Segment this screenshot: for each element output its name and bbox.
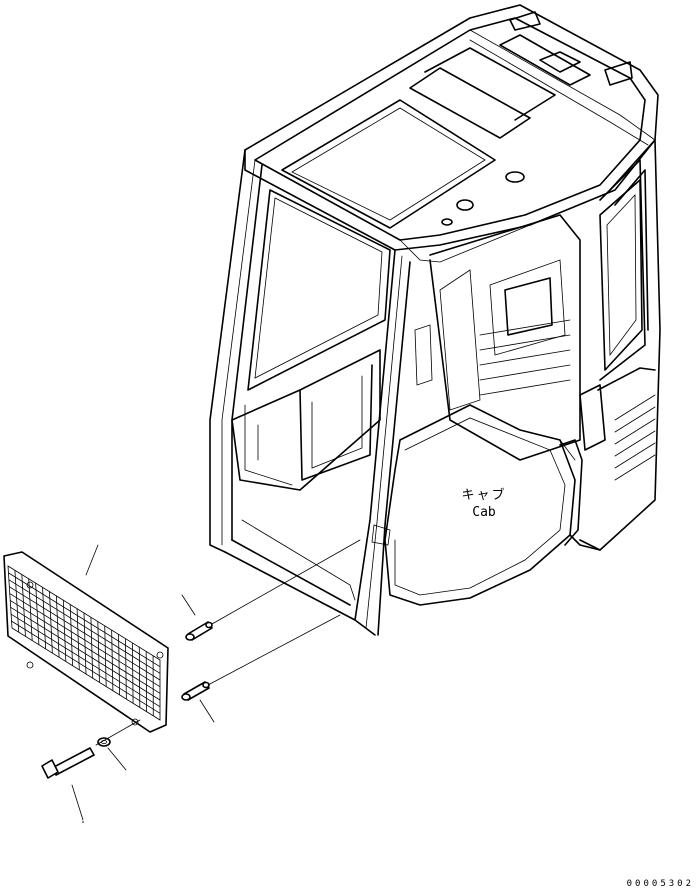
front-window (247, 189, 391, 391)
mesh-wire-vertical (62, 599, 67, 662)
leader-lines (71, 539, 361, 823)
mesh-wire-vertical (21, 574, 26, 637)
mesh-wire-vertical (104, 625, 107, 687)
mesh-wire-vertical (55, 595, 60, 658)
mesh-wire-vertical (83, 612, 87, 675)
rear-window (599, 179, 643, 371)
mesh-wire-horizontal (8, 586, 161, 681)
pin-upper (185, 621, 213, 641)
mesh-wire-vertical (76, 608, 80, 671)
mesh-wire-vertical (35, 582, 40, 646)
mesh-wire-horizontal (10, 613, 161, 708)
mesh-wire-vertical (118, 633, 121, 696)
washer (97, 737, 111, 747)
mesh-wire-vertical (111, 629, 114, 692)
mesh-wire-vertical (49, 591, 53, 654)
mesh-wire-horizontal (10, 606, 161, 701)
cab-label-japanese: キャブ (461, 488, 507, 503)
mesh-wire-vertical (131, 642, 134, 704)
vent-grille (614, 394, 656, 481)
pin-lower (181, 681, 210, 701)
mesh-wire-vertical (69, 604, 73, 667)
cab-label-english: Cab (472, 505, 496, 520)
bolt (41, 747, 95, 779)
drawing-number: 00005302 (626, 879, 694, 889)
mesh-wire-vertical (138, 646, 141, 708)
mesh-wire-horizontal (9, 600, 161, 694)
mesh-guard-screen (3, 551, 169, 733)
mesh-wire-vertical (14, 569, 20, 633)
mesh-wire-horizontal (8, 572, 161, 668)
mesh-wire-vertical (90, 616, 94, 679)
mesh-wire-vertical (97, 621, 100, 683)
mesh-wire-vertical (42, 586, 47, 650)
mesh-wire-vertical (125, 638, 127, 700)
mesh-wire-vertical (28, 578, 33, 641)
roof-window (281, 99, 496, 229)
mesh-wire-horizontal (8, 579, 161, 674)
cab-body (209, 4, 661, 636)
mesh-wire-horizontal (11, 620, 161, 714)
mesh-wire-horizontal (9, 593, 161, 688)
